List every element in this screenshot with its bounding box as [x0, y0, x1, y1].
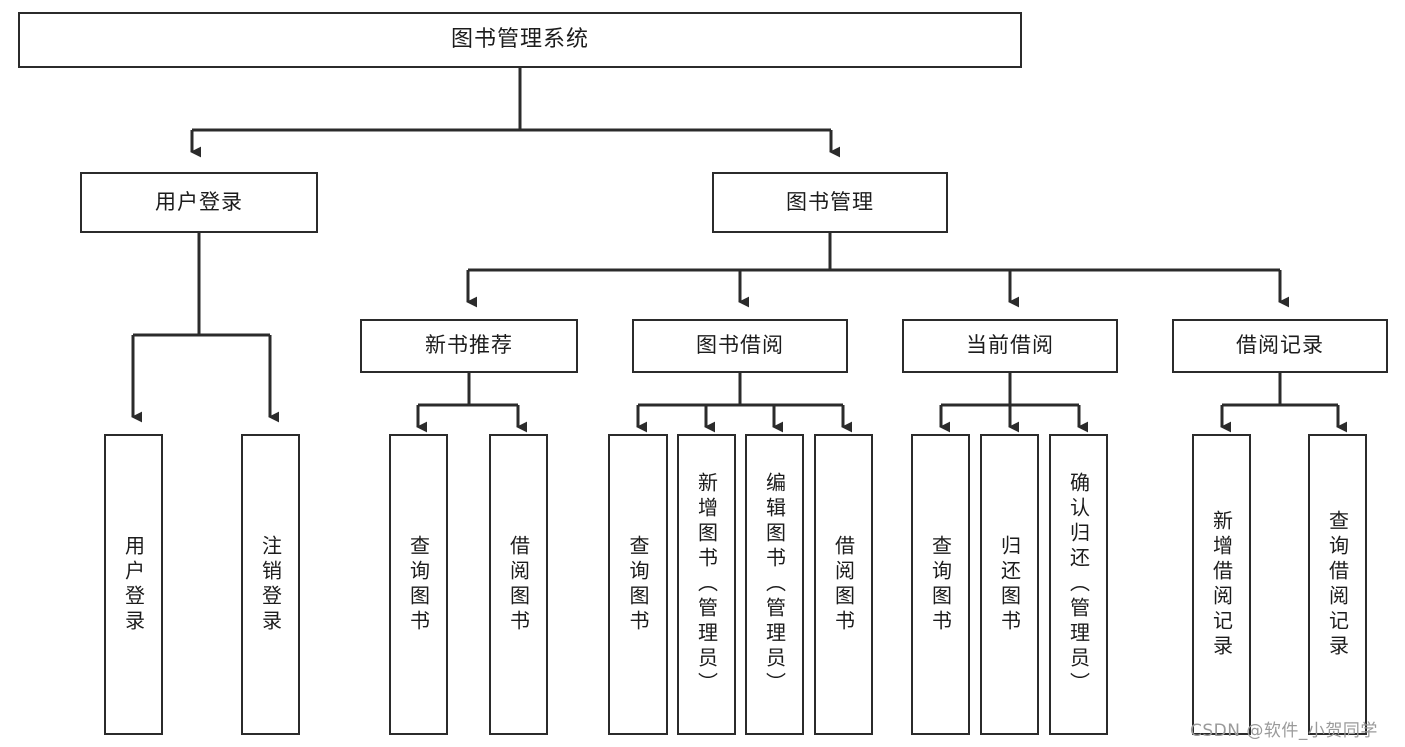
node-label: 当前借阅	[966, 333, 1054, 358]
leaf-logout[interactable]: 注销登录	[241, 434, 300, 735]
node-root-system[interactable]: 图书管理系统	[18, 12, 1022, 68]
leaf-borrow-book-recommend[interactable]: 借阅图书	[489, 434, 548, 735]
node-new-book-recommend[interactable]: 新书推荐	[360, 319, 578, 373]
leaf-return-book[interactable]: 归还图书	[980, 434, 1039, 735]
leaf-label: 查询图书	[406, 534, 431, 635]
node-borrow-record[interactable]: 借阅记录	[1172, 319, 1388, 373]
watermark-text: CSDN @软件_小贺同学	[1190, 721, 1378, 741]
leaf-query-book-borrow[interactable]: 查询图书	[608, 434, 668, 735]
node-label: 用户登录	[155, 189, 243, 214]
node-label: 图书管理	[786, 189, 874, 214]
leaf-query-borrow-record[interactable]: 查询借阅记录	[1308, 434, 1367, 735]
leaf-label: 查询图书	[928, 534, 953, 635]
leaf-label: 借阅图书	[506, 534, 531, 635]
leaf-label: 新增借阅记录	[1209, 509, 1234, 660]
node-book-borrow[interactable]: 图书借阅	[632, 319, 848, 373]
node-label: 图书管理系统	[450, 26, 589, 52]
leaf-add-borrow-record[interactable]: 新增借阅记录	[1192, 434, 1251, 735]
node-label: 借阅记录	[1236, 333, 1324, 358]
leaf-label: 确认归还（管理员）	[1066, 472, 1091, 697]
leaf-label: 编辑图书（管理员）	[762, 472, 787, 697]
node-label: 新书推荐	[425, 333, 513, 358]
leaf-borrow-book[interactable]: 借阅图书	[814, 434, 873, 735]
leaf-label: 查询图书	[626, 534, 650, 635]
leaf-label: 注销登录	[258, 534, 283, 635]
node-label: 图书借阅	[696, 333, 784, 358]
node-current-borrow[interactable]: 当前借阅	[902, 319, 1118, 373]
leaf-label: 查询借阅记录	[1325, 509, 1350, 660]
leaf-label: 归还图书	[997, 534, 1022, 635]
leaf-query-book-current[interactable]: 查询图书	[911, 434, 970, 735]
leaf-add-book-admin[interactable]: 新增图书（管理员）	[677, 434, 736, 735]
leaf-confirm-return-admin[interactable]: 确认归还（管理员）	[1049, 434, 1108, 735]
leaf-query-book-recommend[interactable]: 查询图书	[389, 434, 448, 735]
node-book-management[interactable]: 图书管理	[712, 172, 948, 233]
node-user-login[interactable]: 用户登录	[80, 172, 318, 233]
leaf-label: 用户登录	[121, 534, 146, 635]
leaf-label: 借阅图书	[831, 534, 856, 635]
leaf-label: 新增图书（管理员）	[694, 472, 719, 697]
leaf-edit-book-admin[interactable]: 编辑图书（管理员）	[745, 434, 804, 735]
leaf-user-login[interactable]: 用户登录	[104, 434, 163, 735]
